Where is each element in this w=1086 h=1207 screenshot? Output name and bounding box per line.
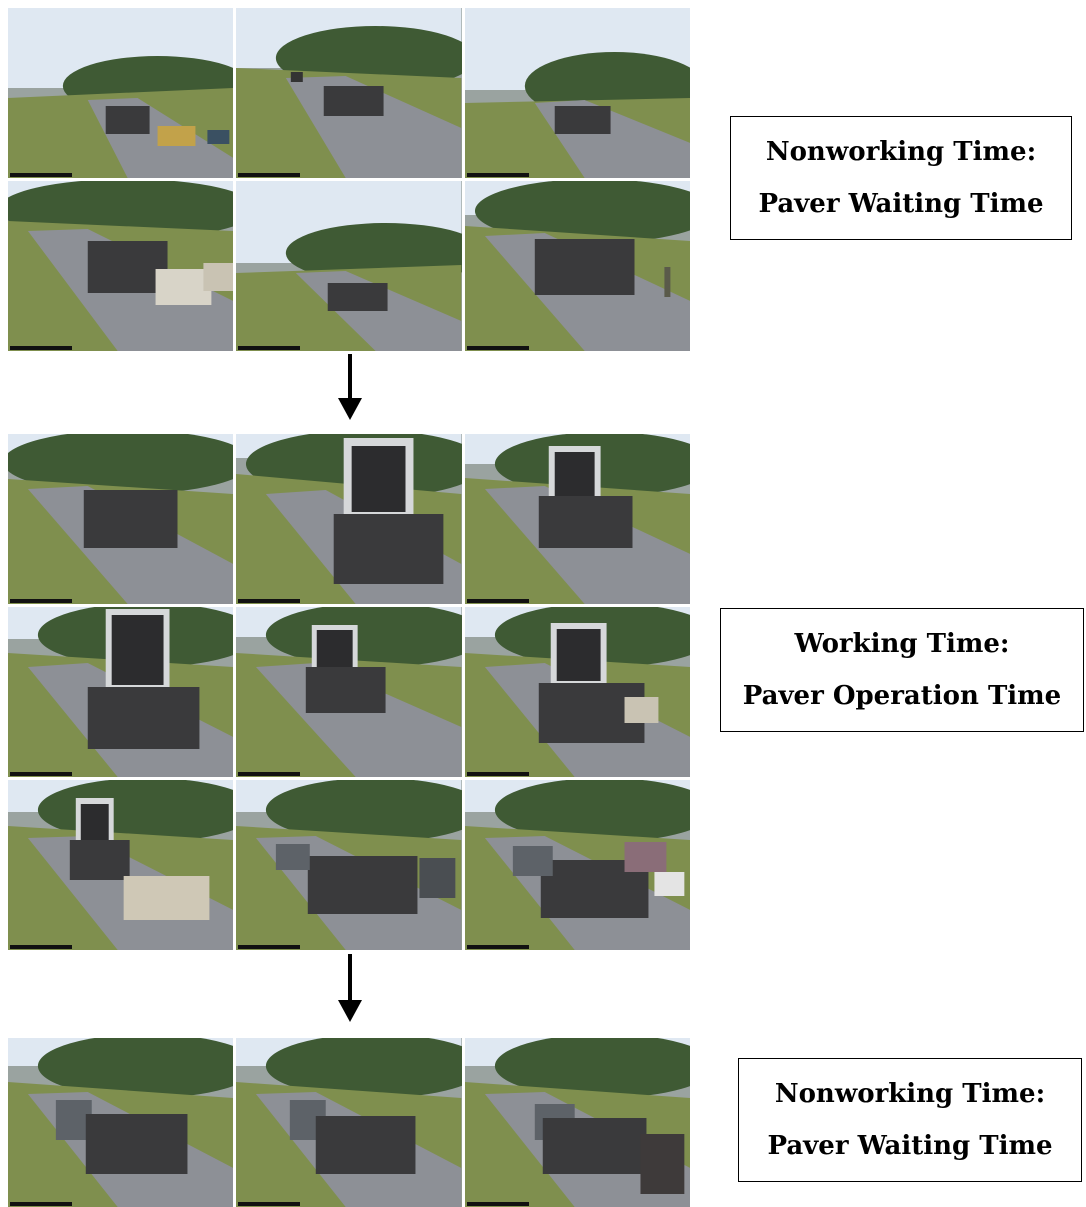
paving-photo [8, 1038, 234, 1207]
paving-photo [8, 780, 234, 950]
working-time-label: Working Time: Paver Operation Time [720, 608, 1084, 732]
paving-photo [8, 434, 234, 604]
paving-photo [236, 780, 462, 950]
paving-photo [236, 607, 462, 777]
down-arrow-icon [338, 954, 362, 1024]
label-line-1: Nonworking Time: [765, 137, 1037, 167]
nonworking-time-label-bottom: Nonworking Time: Paver Waiting Time [738, 1058, 1082, 1182]
photo-grid-working [8, 434, 690, 950]
paving-photo [236, 8, 462, 178]
paving-photo [8, 181, 234, 351]
paving-photo [8, 607, 234, 777]
label-line-2: Paver Waiting Time [767, 1131, 1053, 1161]
label-line-1: Nonworking Time: [774, 1079, 1046, 1109]
paving-photo [464, 1038, 690, 1207]
label-line-2: Paver Operation Time [742, 681, 1062, 711]
paving-photo [464, 780, 690, 950]
paving-photo [464, 607, 690, 777]
paving-photo [236, 1038, 462, 1207]
nonworking-time-label-top: Nonworking Time: Paver Waiting Time [730, 116, 1072, 240]
label-line-1: Working Time: [794, 629, 1010, 659]
paving-photo [236, 434, 462, 604]
label-line-2: Paver Waiting Time [758, 189, 1044, 219]
photo-grid-nonworking-end [8, 1038, 690, 1207]
paving-photo [464, 434, 690, 604]
paving-photo [236, 181, 462, 351]
down-arrow-icon [338, 354, 362, 422]
photo-grid-nonworking-start [8, 8, 690, 351]
paving-photo [8, 8, 234, 178]
paving-photo [464, 181, 690, 351]
paving-photo [464, 8, 690, 178]
